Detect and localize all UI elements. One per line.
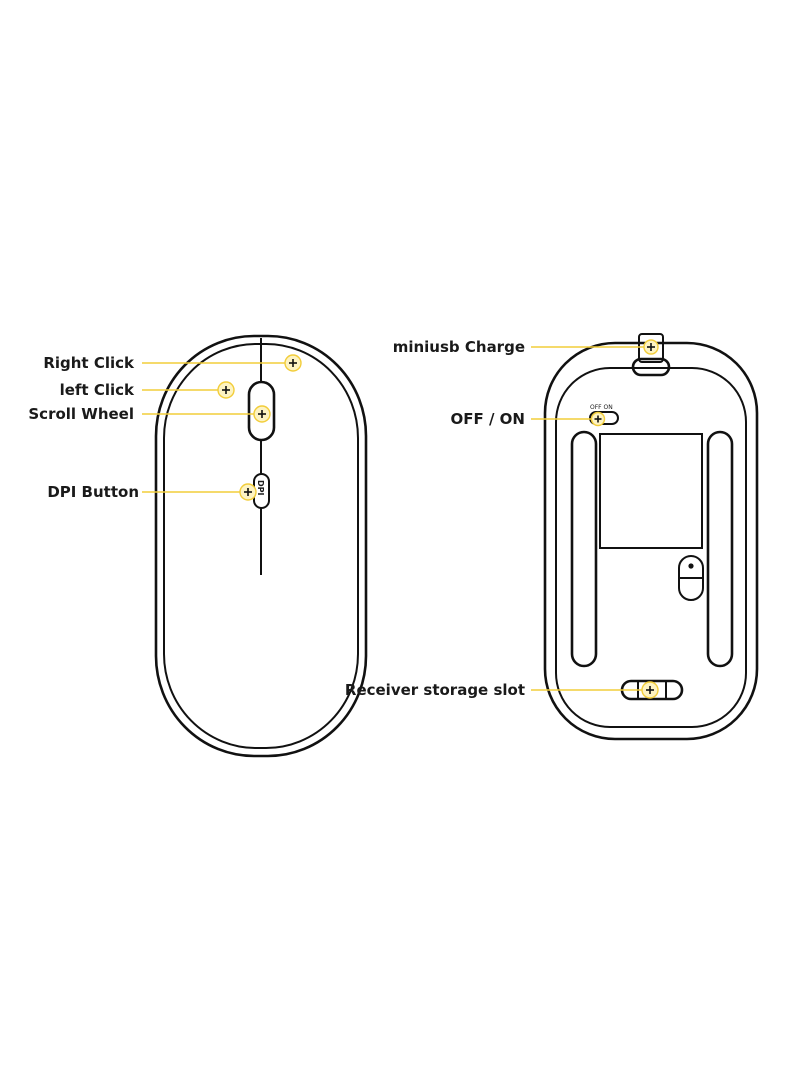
right-glide-pad: [706, 430, 734, 668]
usb-port-cover: [631, 357, 671, 377]
right-click-marker: [284, 354, 302, 372]
back-mouse-outer-shell: [543, 341, 759, 741]
miniusb-charge-label: miniusb Charge: [393, 338, 525, 356]
dpi-button-marker: [239, 483, 257, 501]
callouts: Right Click left Click Scroll Wheel DPI …: [28, 338, 659, 699]
dpi-button-text: DPI: [256, 480, 265, 496]
left-click-marker: [217, 381, 235, 399]
left-glide-pad: [570, 430, 598, 668]
back-mouse-inner-plate: [555, 367, 747, 728]
scroll-wheel: [247, 380, 276, 442]
scroll-wheel-label: Scroll Wheel: [28, 405, 134, 423]
front-view: DPI: [154, 334, 368, 758]
receiver-storage-slot-label: Receiver storage slot: [345, 681, 525, 699]
miniusb-charge-marker: [643, 339, 659, 355]
off-on-marker: [590, 411, 606, 427]
scroll-wheel-marker: [253, 405, 271, 423]
miniusb-port: [638, 333, 664, 363]
front-mouse-outer-shell: [154, 334, 368, 758]
power-switch: [589, 411, 619, 425]
receiver-storage-slot-marker: [641, 681, 659, 699]
back-view: OFF ON: [543, 333, 759, 741]
off-on-label: OFF / ON: [451, 410, 525, 428]
optical-sensor-dot: [688, 563, 694, 569]
right-click-label: Right Click: [43, 354, 135, 372]
left-click-label: left Click: [60, 381, 135, 399]
dpi-button-label: DPI Button: [47, 483, 139, 501]
sensor-window: [599, 433, 703, 549]
switch-text: OFF ON: [590, 404, 613, 411]
